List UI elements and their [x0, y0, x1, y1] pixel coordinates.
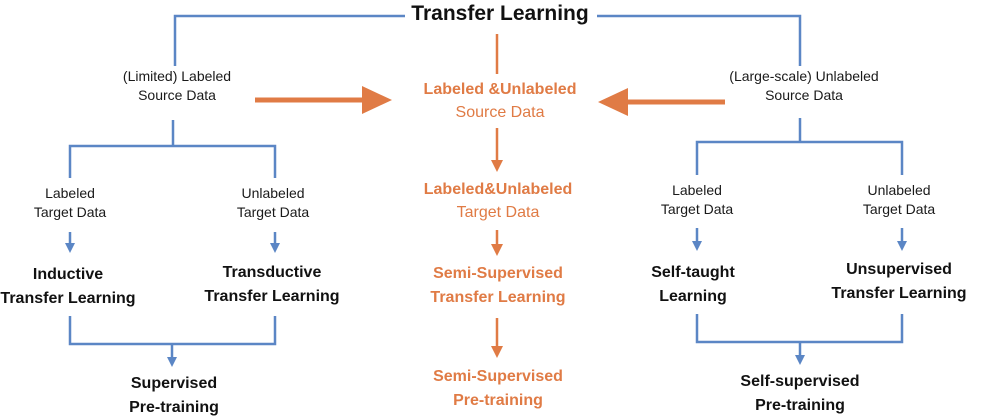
top-left-connector — [173, 14, 405, 66]
left-branch — [68, 144, 277, 178]
diagram-title: Transfer Learning — [411, 2, 589, 25]
right-arrow-head — [598, 88, 628, 116]
right-branch — [695, 140, 904, 175]
left-merge — [68, 316, 277, 346]
top-right-connector — [597, 14, 802, 66]
right-merge — [695, 314, 904, 344]
connector-lines — [65, 14, 907, 367]
left-arrow-head — [362, 86, 392, 114]
